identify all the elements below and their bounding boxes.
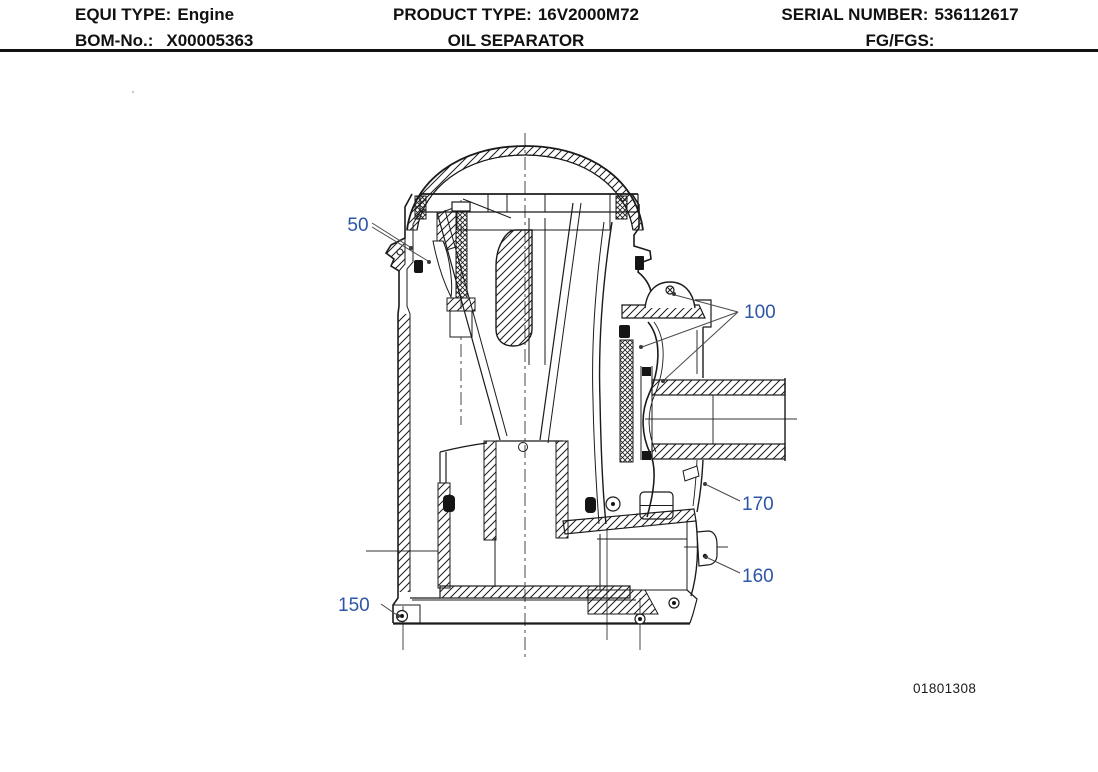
lower-outer-wall: [690, 520, 699, 597]
top-flange: [414, 193, 644, 273]
serial-number-label: SERIAL NUMBER:: [781, 5, 929, 24]
bom-no-value: X00005363: [166, 31, 254, 50]
inner-vessel-wall-left: [483, 440, 497, 541]
header-divider: [0, 49, 1098, 52]
left-oring: [414, 260, 423, 273]
diaphragm-curve: [642, 321, 659, 518]
drain-tab: [682, 465, 700, 482]
deflector-line: [462, 198, 512, 219]
callout-50: 50: [347, 215, 431, 264]
bolt-head: [451, 201, 471, 212]
callout-label-150[interactable]: 150: [338, 595, 370, 616]
outlet-pipe: [651, 378, 786, 461]
vessel-wall-inner: [592, 221, 605, 525]
callout-label-160[interactable]: 160: [742, 566, 774, 587]
callouts: 50 100 170 160 150: [338, 215, 776, 618]
callout-label-100[interactable]: 100: [744, 302, 776, 323]
right-foot-wedge: [587, 589, 659, 615]
paper-speck: [131, 90, 135, 94]
funnel-right-outer: [539, 202, 574, 441]
inner-profile: [406, 211, 421, 592]
vessel-wall-outer: [598, 221, 613, 525]
bolt-seat: [449, 310, 473, 338]
dome-outer-arc: [406, 145, 644, 231]
callout-label-170[interactable]: 170: [742, 494, 774, 515]
equi-type-value: Engine: [177, 5, 235, 24]
funnel-left-inner: [444, 209, 508, 437]
core-section: [495, 229, 533, 347]
serial-number-value: 536112617: [934, 5, 1019, 24]
diaphragm-chamber: [562, 281, 718, 597]
left-foot: [393, 604, 421, 623]
pipe-top-wall: [651, 379, 786, 396]
right-foot: [686, 589, 698, 624]
right-seal-block: [615, 195, 628, 220]
product-type-label: PRODUCT TYPE:: [393, 5, 532, 24]
chamber-lip: [695, 299, 712, 328]
equi-type-label: EQUI TYPE:: [75, 5, 172, 24]
funnel-left-outer: [436, 211, 501, 441]
vent-cap: [644, 281, 696, 309]
pipe-bottom-wall: [651, 443, 786, 460]
dome-inner-arc: [416, 154, 634, 231]
product-name: OIL SEPARATOR: [447, 31, 585, 50]
header-column-left: EQUI TYPE: Engine BOM-No.: X00005363: [75, 2, 253, 54]
shell-left: [439, 442, 488, 483]
wall-hatch: [398, 314, 410, 592]
callout-170: 170: [703, 482, 774, 515]
callout-160: 160: [704, 555, 774, 587]
callout-label-50[interactable]: 50: [347, 215, 368, 236]
callout-100: 100: [639, 292, 776, 383]
oring-left: [443, 495, 455, 512]
drain-boss-160: [696, 530, 718, 567]
chamber-floor: [562, 508, 697, 535]
base: [393, 589, 698, 625]
internals: [410, 201, 688, 599]
wall-170: [696, 459, 704, 513]
left-housing-wall: [384, 193, 421, 623]
oring-right: [585, 497, 596, 513]
header-column-center: PRODUCT TYPE: 16V2000M72 OIL SEPARATOR: [341, 2, 691, 54]
funnel-right-inner: [547, 202, 582, 444]
clamp-tab: [385, 237, 406, 272]
bom-no-label: BOM-No.:: [75, 31, 154, 50]
left-seal-block: [414, 195, 427, 220]
drawing-number: 01801308: [913, 681, 976, 696]
dome-cover: [406, 145, 644, 231]
header: EQUI TYPE: Engine BOM-No.: X00005363 PRODU…: [0, 2, 1098, 50]
drain-orifice: [518, 442, 528, 452]
petal: [432, 240, 453, 299]
mesh-screen: [619, 339, 634, 463]
header-column-right: SERIAL NUMBER: 536112617 FG/FGS:: [750, 2, 1050, 54]
clamp-bolt: [396, 248, 404, 256]
product-type-value: 16V2000M72: [537, 5, 639, 24]
chamber-seal: [619, 325, 630, 338]
lower-box: [494, 521, 688, 591]
fg-fgs-label: FG/FGS:: [865, 31, 935, 50]
clamp-seal: [635, 256, 644, 270]
callout-150: 150: [338, 595, 400, 618]
